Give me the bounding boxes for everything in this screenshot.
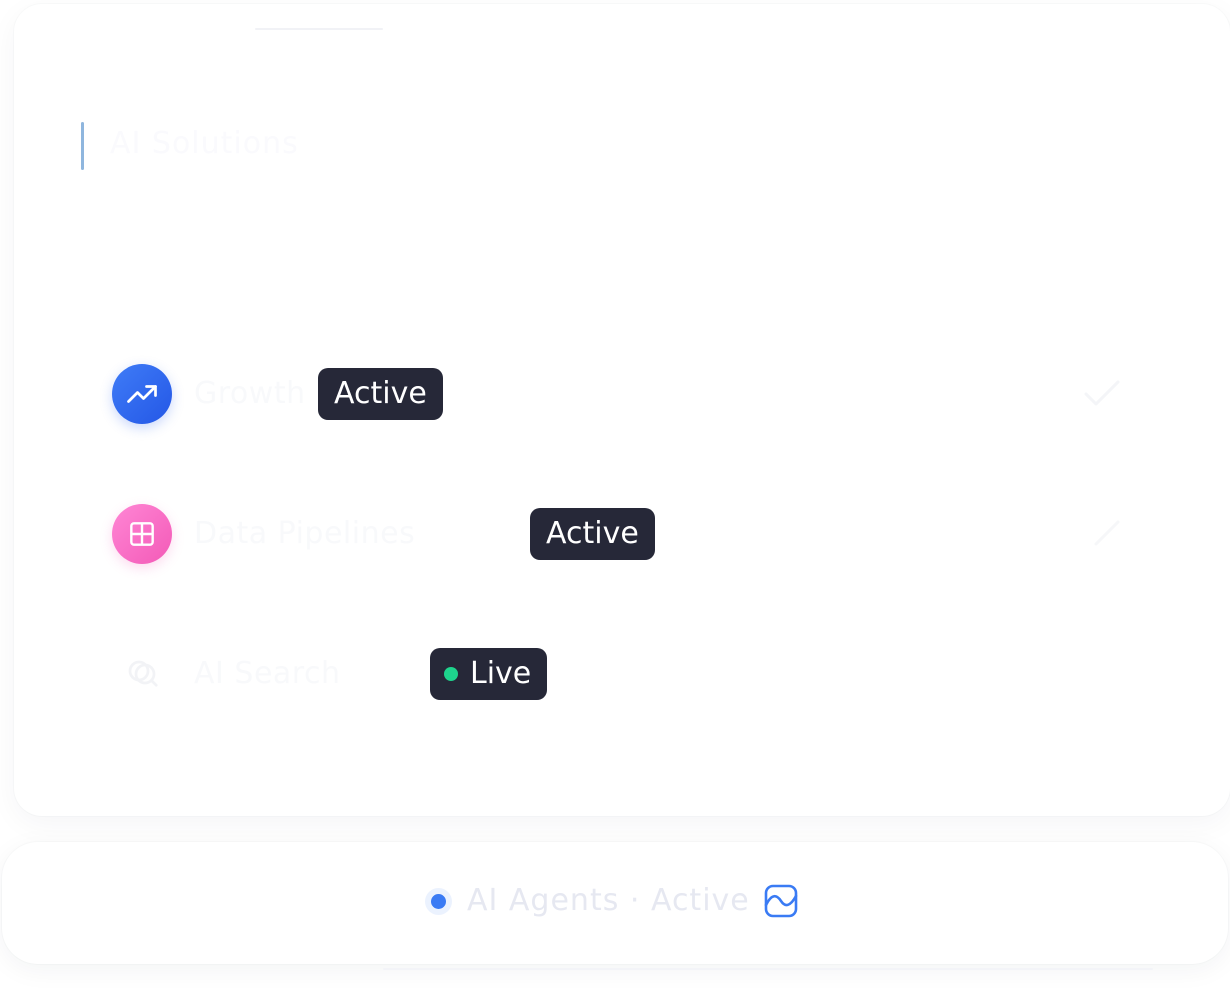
- list-item-data-pipelines[interactable]: Data Pipelines Active: [112, 504, 1122, 564]
- status-badge-label: Active: [546, 516, 639, 551]
- grid-icon: [112, 504, 172, 564]
- bottom-divider: [383, 968, 1153, 970]
- status-bar: [2, 842, 1228, 964]
- live-badge-label: Live: [470, 656, 532, 691]
- list-item-growth[interactable]: Growth Active: [112, 364, 1122, 424]
- live-badge: Live: [430, 648, 548, 700]
- search-icon: [112, 644, 172, 704]
- status-badge: Active: [530, 508, 655, 560]
- check-icon: [1084, 380, 1120, 406]
- chart-icon[interactable]: [763, 883, 799, 919]
- list-item-title: Data Pipelines: [194, 516, 416, 551]
- trending-up-icon: [112, 364, 172, 424]
- list-item-title: Growth: [194, 376, 306, 411]
- list-item-ai-search[interactable]: AI Search Live: [112, 644, 1122, 704]
- live-indicator-dot: [444, 667, 458, 681]
- list-item-title: AI Search: [194, 656, 341, 691]
- status-dot: [431, 894, 446, 909]
- status-badge-label: Active: [334, 376, 427, 411]
- solutions-card: [14, 4, 1230, 816]
- header-accent-bar: [81, 122, 84, 170]
- status-text: AI Agents · Active: [467, 883, 750, 918]
- status-badge: Active: [318, 368, 443, 420]
- top-divider: [255, 28, 383, 30]
- check-icon: [1094, 520, 1120, 546]
- card-title: AI Solutions: [110, 126, 299, 161]
